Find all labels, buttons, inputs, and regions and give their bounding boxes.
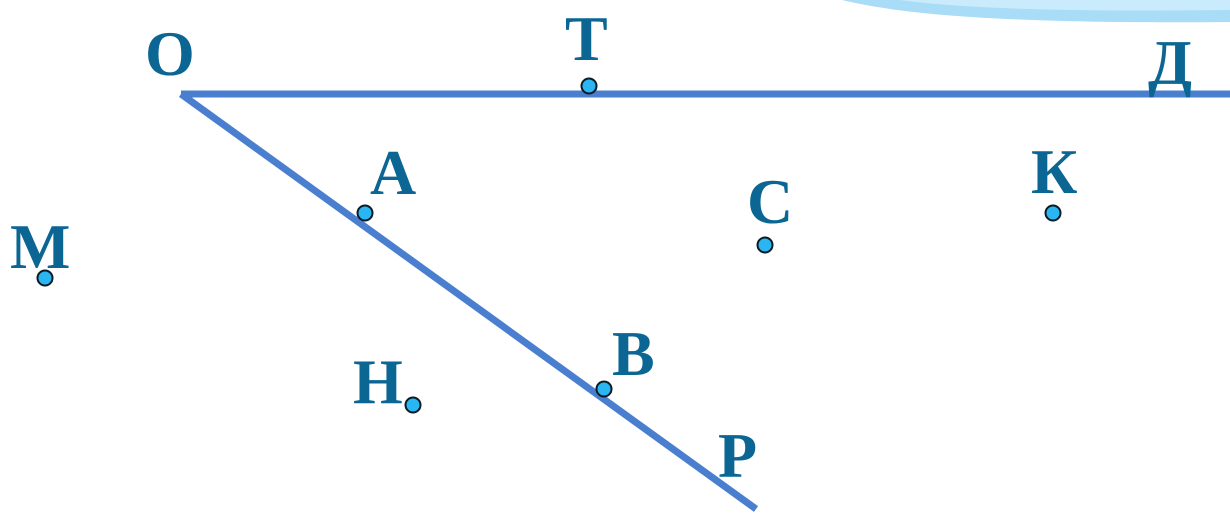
corner-swoosh-highlight	[900, 0, 1230, 11]
label-a: А	[370, 137, 416, 208]
label-p: Р	[718, 420, 757, 491]
point-n	[404, 396, 422, 414]
label-k: К	[1031, 136, 1077, 207]
point-a	[356, 204, 374, 222]
label-m: М	[10, 211, 70, 282]
point-m	[36, 269, 54, 287]
label-c: С	[747, 166, 793, 237]
label-b: В	[612, 318, 655, 389]
ray-op	[178, 91, 759, 512]
point-b	[595, 380, 613, 398]
point-t	[580, 77, 598, 95]
label-d: Д	[1148, 27, 1192, 98]
label-o: О	[145, 18, 195, 89]
label-n: Н	[353, 346, 403, 417]
label-t: Т	[565, 3, 608, 74]
point-c	[756, 236, 774, 254]
point-k	[1044, 204, 1062, 222]
